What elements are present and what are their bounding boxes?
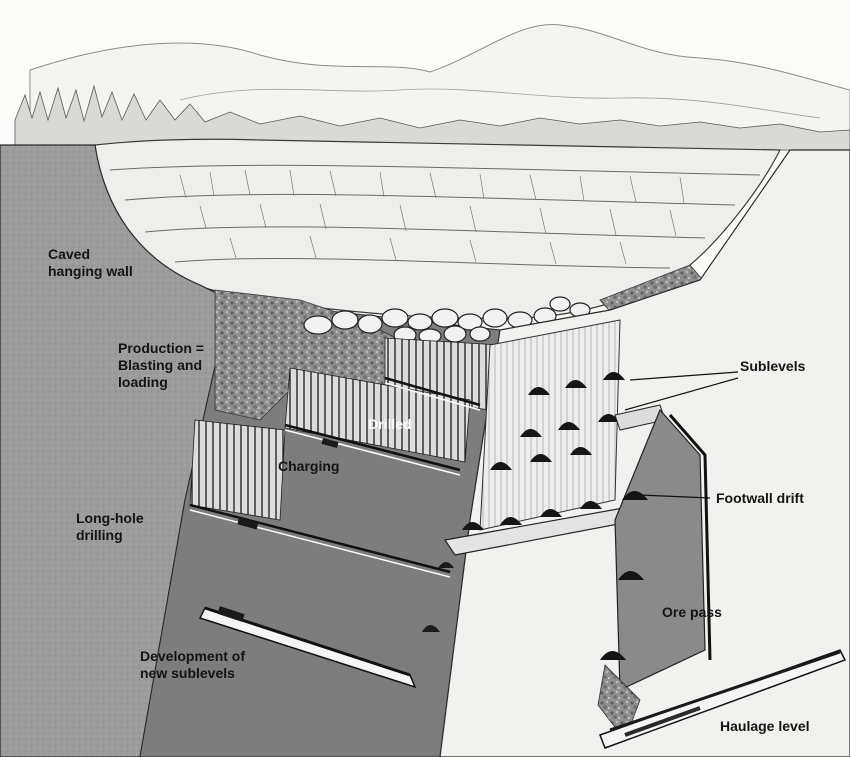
label-drilled: Drilled bbox=[368, 416, 412, 432]
ring-fan-face bbox=[479, 319, 621, 531]
mountain-ridge-line bbox=[179, 88, 821, 119]
equipment bbox=[217, 438, 339, 622]
label-ore-pass: Ore pass bbox=[662, 604, 722, 620]
forest-line bbox=[14, 84, 850, 151]
pit-bench-4 bbox=[174, 257, 671, 269]
pit-bench-3 bbox=[144, 226, 706, 239]
long-hole-drilling-slice bbox=[189, 419, 286, 521]
label-long-hole-drilling: Long-hole drilling bbox=[76, 510, 144, 543]
label-sublevels: Sublevels bbox=[740, 358, 806, 374]
sublevel-drifts bbox=[189, 376, 481, 574]
sublevel-drift-floors bbox=[189, 382, 481, 578]
ore-pass-opening-1 bbox=[622, 491, 648, 500]
haulage-tunnel-roof bbox=[609, 650, 841, 732]
pit-bench-1 bbox=[109, 164, 761, 176]
ore-pass-shaft bbox=[668, 414, 712, 661]
haulage-train bbox=[624, 706, 701, 737]
label-caved-hanging-wall: Caved hanging wall bbox=[48, 246, 133, 279]
ore-pass-opening-3 bbox=[600, 651, 626, 660]
drift-portals bbox=[422, 562, 454, 632]
label-development-new-sublevels: Development of new sublevels bbox=[140, 648, 246, 681]
pit-wall-hatching bbox=[179, 169, 685, 265]
ore-pass-wall bbox=[614, 408, 706, 691]
ore-pass-opening-2 bbox=[618, 571, 644, 580]
label-footwall-drift: Footwall drift bbox=[716, 490, 804, 506]
label-production: Production = Blasting and loading bbox=[118, 340, 204, 390]
leader-lines bbox=[624, 371, 739, 499]
label-haulage-level: Haulage level bbox=[720, 718, 810, 734]
label-charging: Charging bbox=[278, 458, 340, 474]
sublevel-openings bbox=[462, 372, 625, 530]
